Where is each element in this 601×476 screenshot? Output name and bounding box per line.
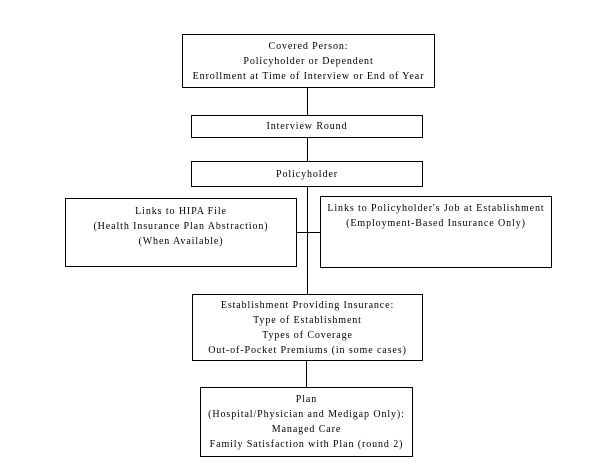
node-text-line: Managed Care	[271, 424, 342, 435]
node-policyholder: Policyholder	[191, 161, 423, 187]
node-text-line: Links to Policyholder's Job at Establish…	[327, 203, 545, 214]
node-text-line: (Hospital/Physician and Medigap Only):	[208, 409, 405, 420]
node-text-line: Family Satisfaction with Plan (round 2)	[209, 439, 404, 450]
node-text-line: Type of Establishment	[253, 314, 362, 326]
node-text-line: Policyholder or Dependent	[243, 55, 374, 67]
node-plan: Plan (Hospital/Physician and Medigap Onl…	[200, 387, 413, 457]
node-establishment-providing-insurance: Establishment Providing Insurance: Type …	[192, 294, 423, 361]
node-text-line: Types of Coverage	[262, 329, 353, 341]
node-links-to-hipa-file: Links to HIPA File (Health Insurance Pla…	[65, 198, 297, 267]
node-text-line: (Employment-Based Insurance Only)	[346, 218, 526, 229]
node-text-line: Establishment Providing Insurance:	[220, 299, 395, 311]
node-text-line: Links to HIPA File	[135, 206, 227, 217]
node-interview-round: Interview Round	[191, 115, 423, 138]
node-text-line: Policyholder	[276, 168, 338, 180]
node-text-line: (When Available)	[138, 236, 224, 247]
node-text-line: Enrollment at Time of Interview or End o…	[192, 70, 425, 82]
node-links-to-policyholder-job: Links to Policyholder's Job at Establish…	[320, 196, 552, 268]
connector-hipa-to-job-cross	[297, 232, 320, 233]
connector-establishment-to-plan	[306, 361, 307, 387]
node-text-line: Out-of-Pocket Premiums (in some cases)	[208, 344, 407, 356]
node-text-line: Interview Round	[266, 121, 348, 132]
node-covered-person: Covered Person: Policyholder or Dependen…	[182, 34, 435, 88]
node-text-line: (Health Insurance Plan Abstraction)	[93, 221, 269, 232]
connector-interview-to-policyholder	[307, 138, 308, 161]
node-text-line: Plan	[295, 394, 318, 405]
connector-covered-to-interview	[307, 88, 308, 115]
connector-policyholder-to-establishment	[307, 187, 308, 294]
node-text-line: Covered Person:	[268, 40, 349, 52]
